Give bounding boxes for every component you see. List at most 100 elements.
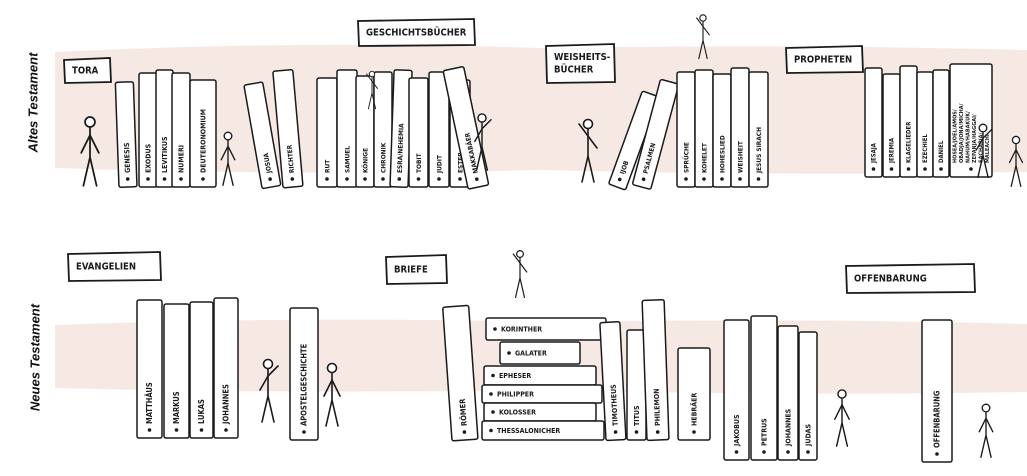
- figure-arms: [512, 253, 528, 273]
- book-spine: [481, 420, 605, 441]
- book-spine: [408, 77, 429, 188]
- figure-head: [326, 362, 338, 374]
- book-label-line: SACHARJA/: [979, 133, 985, 163]
- book-johannes: JOHANNES: [777, 325, 799, 461]
- book-label-line: OBADJA/JONA/MICHA/: [959, 103, 965, 163]
- book-spine: [864, 67, 883, 178]
- book-kolosser: KOLOSSER: [483, 402, 597, 422]
- book-dot: [684, 177, 688, 181]
- figure-head: [981, 403, 991, 413]
- book-könige: KÖNIGE: [355, 75, 375, 188]
- book-label: RICHTER: [286, 144, 296, 173]
- book-tobit: TOBIT: [408, 77, 429, 188]
- sign-frame: [545, 43, 616, 84]
- book-dot: [381, 177, 385, 181]
- book-spine: [114, 81, 138, 188]
- book-dot: [613, 430, 618, 434]
- book-spine: [243, 81, 282, 190]
- book-thessalonicher: THESSALONICHER: [481, 420, 605, 441]
- book-dot: [290, 177, 295, 181]
- book-weisheit: WEISHEIT: [730, 67, 750, 188]
- sign-frame: [385, 254, 448, 285]
- book-dot: [756, 177, 761, 181]
- sign-text: PROPHETEN: [794, 54, 852, 65]
- book-spine: [949, 63, 993, 178]
- book-spine: [442, 66, 490, 190]
- book-dot: [641, 177, 646, 182]
- book-dot: [489, 428, 493, 433]
- book-josua: JOSUA: [243, 81, 282, 190]
- book-dot: [224, 428, 228, 432]
- figure-standing-tora: [80, 116, 100, 187]
- figure-head: [477, 113, 487, 123]
- book-label: DANIEL: [938, 140, 945, 163]
- book-dot: [939, 167, 943, 171]
- book-dot: [199, 428, 204, 432]
- book-label: TOBIT: [415, 153, 423, 173]
- book-spine: [213, 297, 239, 439]
- book-exodus: EXODUS: [138, 72, 158, 188]
- book-label: DEUTERONOMIUM: [200, 109, 208, 173]
- figure-coffee-propheten: [975, 123, 993, 178]
- book-dot: [363, 177, 367, 181]
- book-dot: [969, 167, 973, 171]
- book-dot: [458, 177, 462, 181]
- book-richter: RICHTER: [272, 68, 304, 189]
- book-kohelet: KOHELET: [694, 69, 714, 188]
- book-label: GALATER: [515, 350, 547, 358]
- book-label: ESTER: [456, 152, 464, 173]
- figure-head: [837, 389, 847, 399]
- figure-arms: [259, 365, 279, 391]
- figure-arms: [1008, 148, 1024, 164]
- book-jesus-sirach: JESUS SIRACH: [748, 71, 769, 188]
- book-spine: [189, 79, 217, 188]
- book-spine: [932, 69, 950, 178]
- sign-frame: [63, 57, 112, 84]
- figure-body: [581, 128, 595, 183]
- figure-head: [84, 116, 96, 128]
- book-deuteronomium: DEUTERONOMIUM: [189, 79, 217, 188]
- figures-layer: [80, 14, 1024, 458]
- figure-arms: [834, 404, 850, 420]
- book-spine: [189, 301, 214, 439]
- book-dot: [475, 177, 479, 181]
- book-dot: [762, 450, 766, 454]
- book-spine: [136, 299, 163, 439]
- book-dot: [702, 177, 706, 181]
- book-spine: [499, 341, 581, 365]
- book-dot: [325, 177, 329, 181]
- book-label: TIMOTHEUS: [610, 384, 620, 427]
- book-dot: [738, 177, 742, 181]
- book-label: JEREMIA: [889, 137, 896, 164]
- book-label: PHILEMON: [653, 388, 662, 426]
- book-label: NUMERI: [178, 145, 186, 173]
- book-label: APOSTELGESCHICHTE: [300, 343, 309, 426]
- book-label-line: HOSEA/JOEL/AMOS/: [953, 109, 959, 163]
- book-dot: [493, 327, 497, 331]
- book-dot: [806, 450, 810, 454]
- figure-man-apg: [259, 358, 279, 423]
- book-dot: [397, 177, 402, 181]
- book-label: JOHANNES: [785, 408, 793, 447]
- sign-frame: [785, 45, 864, 74]
- figure-body: [698, 20, 708, 60]
- book-label: JESUS SIRACH: [755, 127, 763, 174]
- book-offenbarung: OFFENBARUNG: [921, 319, 953, 463]
- figure-arms: [975, 129, 993, 151]
- book-galater: GALATER: [499, 341, 581, 365]
- book-label: KOLOSSER: [499, 409, 536, 417]
- figure-body: [367, 76, 377, 110]
- figure-on-books-weisheit: [696, 14, 710, 60]
- book-dot: [634, 430, 639, 434]
- book-markus: MARKUS: [163, 303, 190, 439]
- book-spine: [599, 320, 627, 442]
- figure-woman-apg: [323, 362, 341, 427]
- book-dot: [786, 450, 790, 454]
- book-label: JAKOBUS: [733, 414, 741, 447]
- book-dot: [201, 177, 205, 181]
- figure-elderly-offenbarung: [978, 403, 994, 458]
- book-spine: [289, 307, 319, 441]
- figure-man-offenbarung: [834, 389, 850, 447]
- figure-arms: [978, 417, 994, 433]
